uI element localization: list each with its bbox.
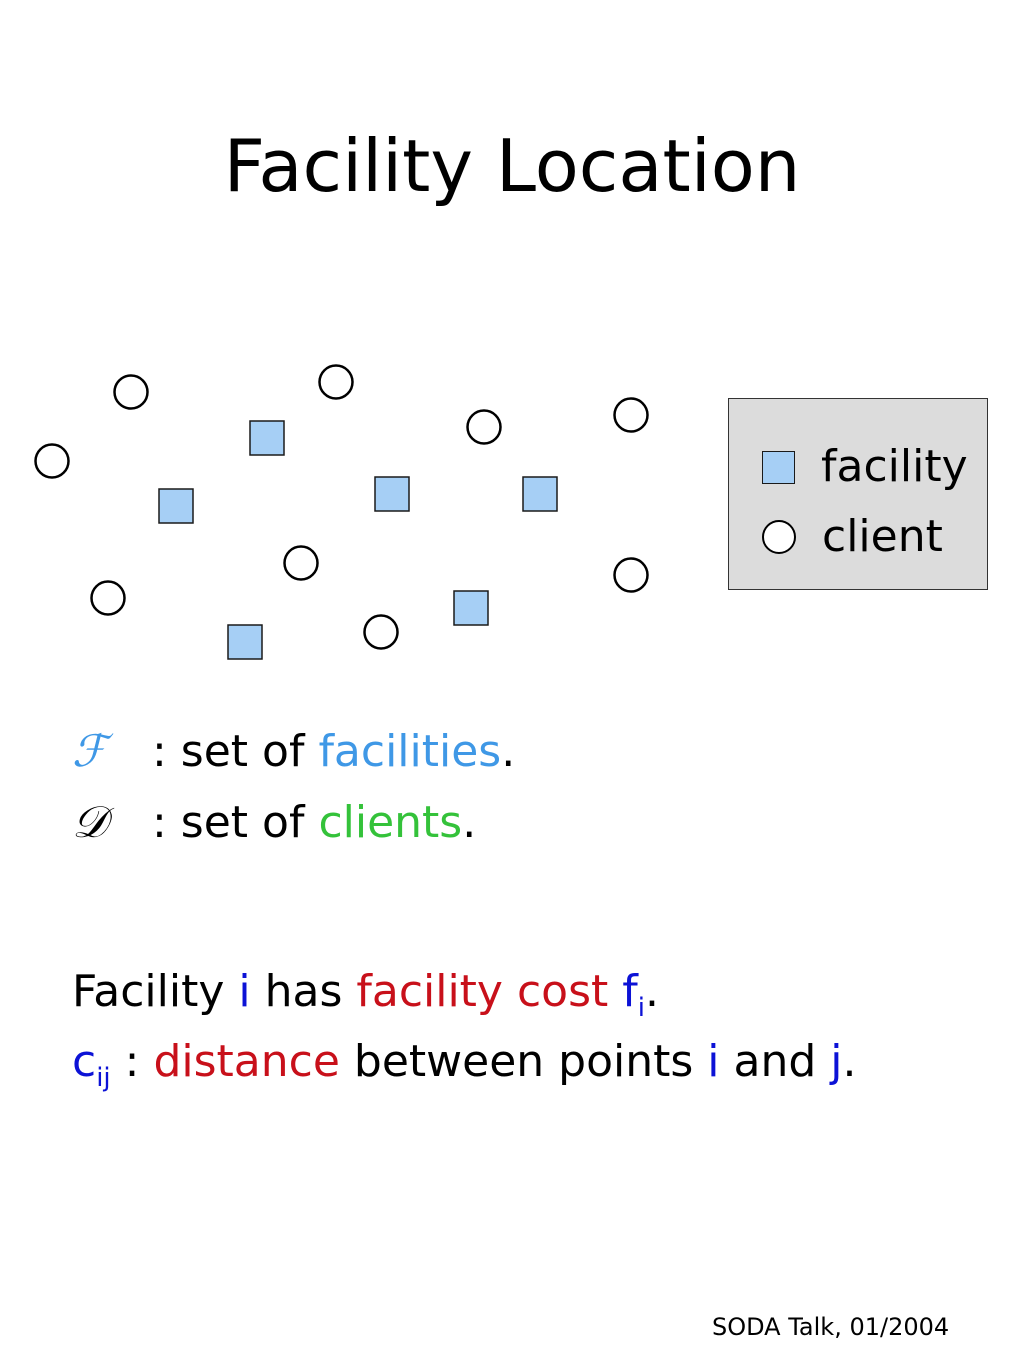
facility-square-5 — [453, 590, 489, 626]
client-circle-icon — [762, 520, 796, 554]
statement-text: : — [110, 1036, 154, 1087]
client-circle-9 — [363, 614, 399, 650]
facility-square-2 — [158, 488, 194, 524]
period: . — [462, 797, 477, 848]
client-circle-3 — [466, 409, 502, 445]
clients-term: clients — [318, 797, 463, 848]
var-c: cij — [72, 1036, 111, 1091]
facility-square-1 — [249, 420, 285, 456]
period: . — [842, 1036, 857, 1087]
legend-item-client: client — [762, 515, 943, 559]
legend-box: facility client — [728, 398, 988, 590]
statement-facility-cost: Facility i has facility cost fi. — [72, 966, 659, 1021]
client-circle-1 — [113, 374, 149, 410]
slide-title: Facility Location — [223, 124, 801, 208]
space — [608, 966, 622, 1017]
client-circle-4 — [613, 397, 649, 433]
facility-set-symbol: ℱ — [72, 726, 107, 777]
definition-text: : set of — [138, 797, 319, 848]
definition-text: : set of — [138, 726, 319, 777]
statement-text: Facility — [72, 966, 239, 1017]
facility-square-3 — [374, 476, 410, 512]
facility-cost-term: facility cost — [356, 966, 609, 1017]
client-circle-7 — [90, 580, 126, 616]
distance-term: distance — [153, 1036, 340, 1087]
client-circle-5 — [34, 443, 70, 479]
var-c-base: c — [72, 1036, 97, 1087]
definition-clients: 𝒟 : set of clients. — [72, 797, 476, 849]
var-c-subscript: ij — [96, 1063, 111, 1093]
legend-label-client: client — [822, 511, 943, 562]
legend-item-facility: facility — [762, 445, 968, 489]
facility-square-icon — [762, 450, 795, 484]
facility-square-6 — [227, 624, 263, 660]
definition-facilities: ℱ : set of facilities. — [72, 726, 515, 778]
var-j: j — [830, 1036, 843, 1087]
statement-text: between points — [339, 1036, 708, 1087]
client-set-symbol: 𝒟 — [72, 797, 108, 848]
var-f-base: f — [622, 966, 638, 1017]
client-circle-6 — [283, 545, 319, 581]
var-f: fi — [622, 966, 645, 1021]
statement-text: has — [250, 966, 357, 1017]
statement-text: and — [719, 1036, 831, 1087]
var-f-subscript: i — [637, 993, 645, 1023]
var-i: i — [238, 966, 251, 1017]
period: . — [501, 726, 516, 777]
client-circle-8 — [613, 557, 649, 593]
client-circle-2 — [318, 364, 354, 400]
period: . — [644, 966, 659, 1017]
statement-distance: cij : distance between points i and j. — [72, 1036, 857, 1091]
footer-text: SODA Talk, 01/2004 — [712, 1313, 950, 1341]
facility-client-diagram — [34, 364, 649, 660]
legend-label-facility: facility — [821, 441, 968, 492]
facilities-term: facilities — [318, 726, 502, 777]
var-i: i — [707, 1036, 720, 1087]
facility-square-4 — [522, 476, 558, 512]
